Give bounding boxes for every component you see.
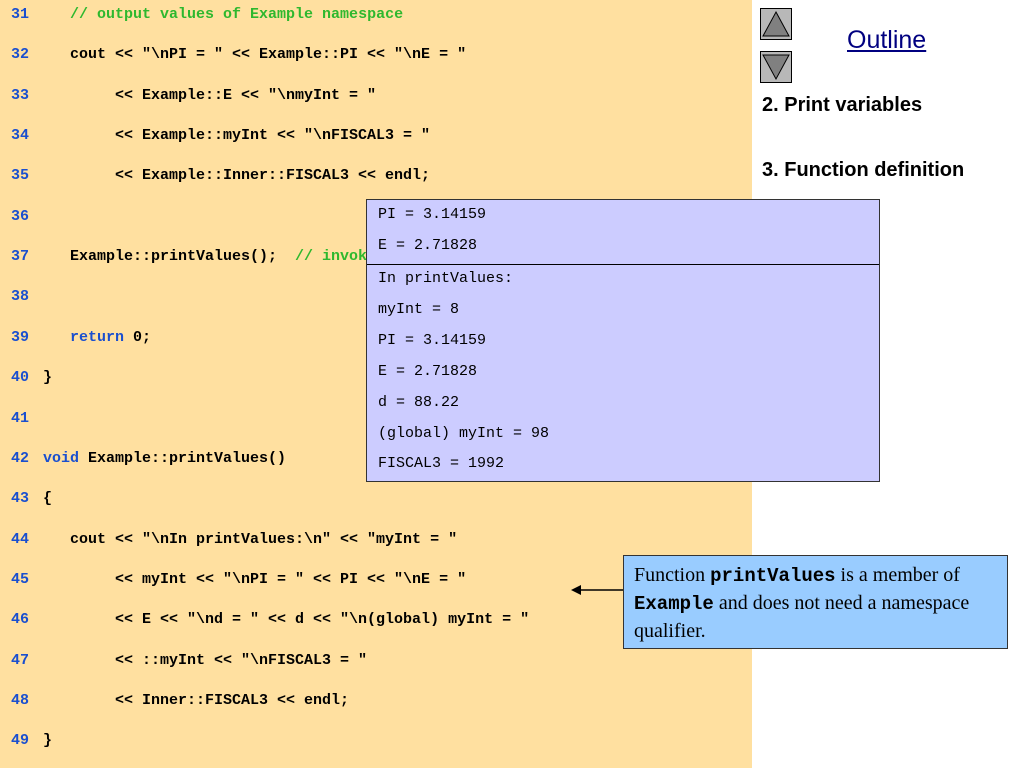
code-keyword: return — [70, 329, 125, 346]
line-number: 38 — [11, 288, 30, 305]
output-line: (global) myInt = 98 — [378, 425, 550, 442]
line-number: 44 — [11, 531, 30, 548]
code-segment: Example::printValues() — [79, 450, 287, 467]
code-segment: } — [43, 732, 53, 749]
line-number: 33 — [11, 87, 30, 104]
triangle-up-icon — [762, 10, 790, 37]
code-segment: { — [43, 490, 53, 507]
code-keyword: void — [43, 450, 80, 467]
code-text: cout << "\nPI = " << Example::PI << "\nE… — [43, 45, 466, 65]
code-line: 45 << myInt << "\nPI = " << PI << "\nE =… — [0, 570, 752, 590]
code-text: << myInt << "\nPI = " << PI << "\nE = " — [43, 570, 466, 590]
code-segment: << Example::myInt << "\nFISCAL3 = " — [43, 127, 431, 144]
code-line: 36 — [0, 207, 752, 227]
code-segment — [43, 329, 70, 346]
code-line: 46 << E << "\nd = " << d << "\n(global) … — [0, 610, 752, 630]
callout-note: Function printValues is a member of Exam… — [623, 555, 1008, 649]
output-line: FISCAL3 = 1992 — [378, 455, 505, 472]
code-comment: // output values of Example namespace — [70, 6, 404, 23]
outline-title[interactable]: Outline — [847, 26, 927, 54]
code-segment: << Inner::FISCAL3 << endl; — [43, 692, 350, 709]
code-line: 32 cout << "\nPI = " << Example::PI << "… — [0, 45, 752, 65]
code-segment: << ::myInt << "\nFISCAL3 = " — [43, 652, 368, 669]
line-number: 39 — [11, 329, 30, 346]
output-line: In printValues: — [378, 270, 514, 287]
line-number: 37 — [11, 248, 30, 265]
code-line: 42 void Example::printValues() — [0, 449, 752, 469]
code-text: << Example::myInt << "\nFISCAL3 = " — [43, 126, 430, 146]
line-number: 46 — [11, 611, 30, 628]
callout-text: Function — [634, 564, 711, 586]
line-number: 31 — [11, 6, 30, 23]
callout-code-printvalues: printValues — [710, 565, 836, 587]
output-line: E = 2.71828 — [378, 237, 478, 254]
callout-text: is a member of — [835, 564, 960, 586]
line-number: 43 — [11, 490, 30, 507]
previous-slide-button[interactable] — [760, 8, 792, 40]
code-line: 43 { — [0, 489, 752, 509]
code-line: 49} — [0, 731, 752, 751]
code-segment: << E << "\nd = " << d << "\n(global) myI… — [43, 611, 530, 628]
code-text: << Example::Inner::FISCAL3 << endl; — [43, 166, 430, 186]
code-text: << ::myInt << "\nFISCAL3 = " — [43, 651, 367, 671]
code-line: 40} — [0, 368, 752, 388]
code-line: 33 << Example::E << "\nmyInt = " — [0, 86, 752, 106]
callout-text: and does not need a namespace qualifier. — [634, 592, 970, 642]
line-number: 49 — [11, 732, 30, 749]
line-number: 47 — [11, 652, 30, 669]
code-segment — [43, 6, 70, 23]
code-segment: Example::printValues(); — [43, 248, 296, 265]
output-line: myInt = 8 — [378, 301, 460, 318]
line-number: 35 — [11, 167, 30, 184]
code-segment: << Example::E << "\nmyInt = " — [43, 87, 377, 104]
code-line: 35 << Example::Inner::FISCAL3 << endl; — [0, 166, 752, 186]
output-line: PI = 3.14159 — [378, 332, 487, 349]
output-divider — [367, 264, 879, 265]
line-number: 36 — [11, 208, 30, 225]
triangle-down-icon — [762, 54, 790, 81]
output-line: d = 88.22 — [378, 394, 460, 411]
code-segment: } — [43, 369, 53, 386]
next-slide-button[interactable] — [760, 51, 792, 83]
line-number: 40 — [11, 369, 30, 386]
line-number: 45 — [11, 571, 30, 588]
code-text: return 0; — [43, 328, 151, 348]
code-segment: cout << "\nIn printValues:\n" << "myInt … — [43, 531, 458, 548]
callout-arrow-icon — [571, 585, 625, 595]
output-line: E = 2.71828 — [378, 363, 478, 380]
code-text: { — [43, 489, 52, 509]
program-output-window: PI = 3.14159 E = 2.71828 In printValues:… — [366, 199, 880, 482]
outline-item-print-variables: 2. Print variables — [762, 94, 923, 116]
line-number: 41 — [11, 410, 30, 427]
output-line: PI = 3.14159 — [378, 206, 487, 223]
outline-item-function-definition: 3. Function definition — [762, 159, 965, 181]
code-text: } — [43, 368, 52, 388]
code-text: << Inner::FISCAL3 << endl; — [43, 691, 349, 711]
line-number: 48 — [11, 692, 30, 709]
code-line: 34 << Example::myInt << "\nFISCAL3 = " — [0, 126, 752, 146]
code-segment: cout << "\nPI = " << Example::PI << "\nE… — [43, 46, 467, 63]
code-text: << Example::E << "\nmyInt = " — [43, 86, 376, 106]
code-line: 41 — [0, 409, 752, 429]
code-text: } — [43, 731, 52, 751]
code-line: 31 // output values of Example namespace — [0, 5, 752, 25]
code-segment: << myInt << "\nPI = " << PI << "\nE = " — [43, 571, 467, 588]
code-line: 44 cout << "\nIn printValues:\n" << "myI… — [0, 530, 752, 550]
code-line: 39 return 0; — [0, 328, 752, 348]
code-text: // output values of Example namespace — [43, 5, 403, 25]
code-text: void Example::printValues() — [43, 449, 286, 469]
line-number: 34 — [11, 127, 30, 144]
code-text: << E << "\nd = " << d << "\n(global) myI… — [43, 610, 529, 630]
code-segment: << Example::Inner::FISCAL3 << endl; — [43, 167, 431, 184]
code-segment: 0; — [124, 329, 152, 346]
line-number: 32 — [11, 46, 30, 63]
line-number: 42 — [11, 450, 30, 467]
code-line: 48 << Inner::FISCAL3 << endl; — [0, 691, 752, 711]
code-line: 38 — [0, 287, 752, 307]
code-line: 47 << ::myInt << "\nFISCAL3 = " — [0, 651, 752, 671]
callout-code-example: Example — [634, 593, 714, 615]
code-text: cout << "\nIn printValues:\n" << "myInt … — [43, 530, 457, 550]
